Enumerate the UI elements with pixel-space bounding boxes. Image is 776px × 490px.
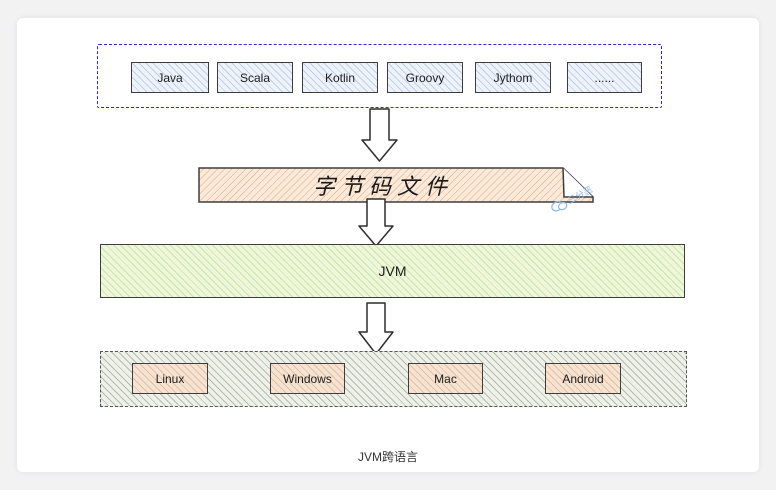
languages-frame [97,44,662,108]
language-jythom-box: Jythom [475,62,551,93]
language-groovy-box: Groovy [387,62,463,93]
jvm-box: JVM [100,244,685,298]
platform-label: Linux [155,371,185,386]
jvm-label: JVM [378,263,407,279]
language-label: Scala [239,70,271,85]
bytecode-file-shape [198,167,594,203]
figure-caption: JVM跨语言 [357,450,418,464]
language-label: Jythom [493,70,533,85]
down-arrow-icon [358,302,394,355]
wechat-icon [550,200,568,211]
language-label: Java [157,70,183,85]
language-label: Groovy [405,70,445,85]
language-java-box: Java [131,62,209,93]
language-label: ...... [594,70,615,85]
platform-label: Mac [434,371,457,386]
language-kotlin-box: Kotlin [302,62,378,93]
platform-android-box: Android [545,363,621,394]
language-scala-box: Scala [217,62,293,93]
watermark: 三分恶 [549,183,595,216]
platform-linux-box: Linux [132,363,208,394]
platform-label: Android [562,371,604,386]
platform-windows-box: Windows [270,363,345,394]
language-more-box: ...... [567,62,642,93]
language-label: Kotlin [324,70,356,85]
platform-mac-box: Mac [408,363,483,394]
platform-label: Windows [283,371,332,386]
bytecode-label: 字节码文件 [312,175,453,200]
down-arrow-icon [361,108,398,162]
down-arrow-icon [358,198,394,247]
